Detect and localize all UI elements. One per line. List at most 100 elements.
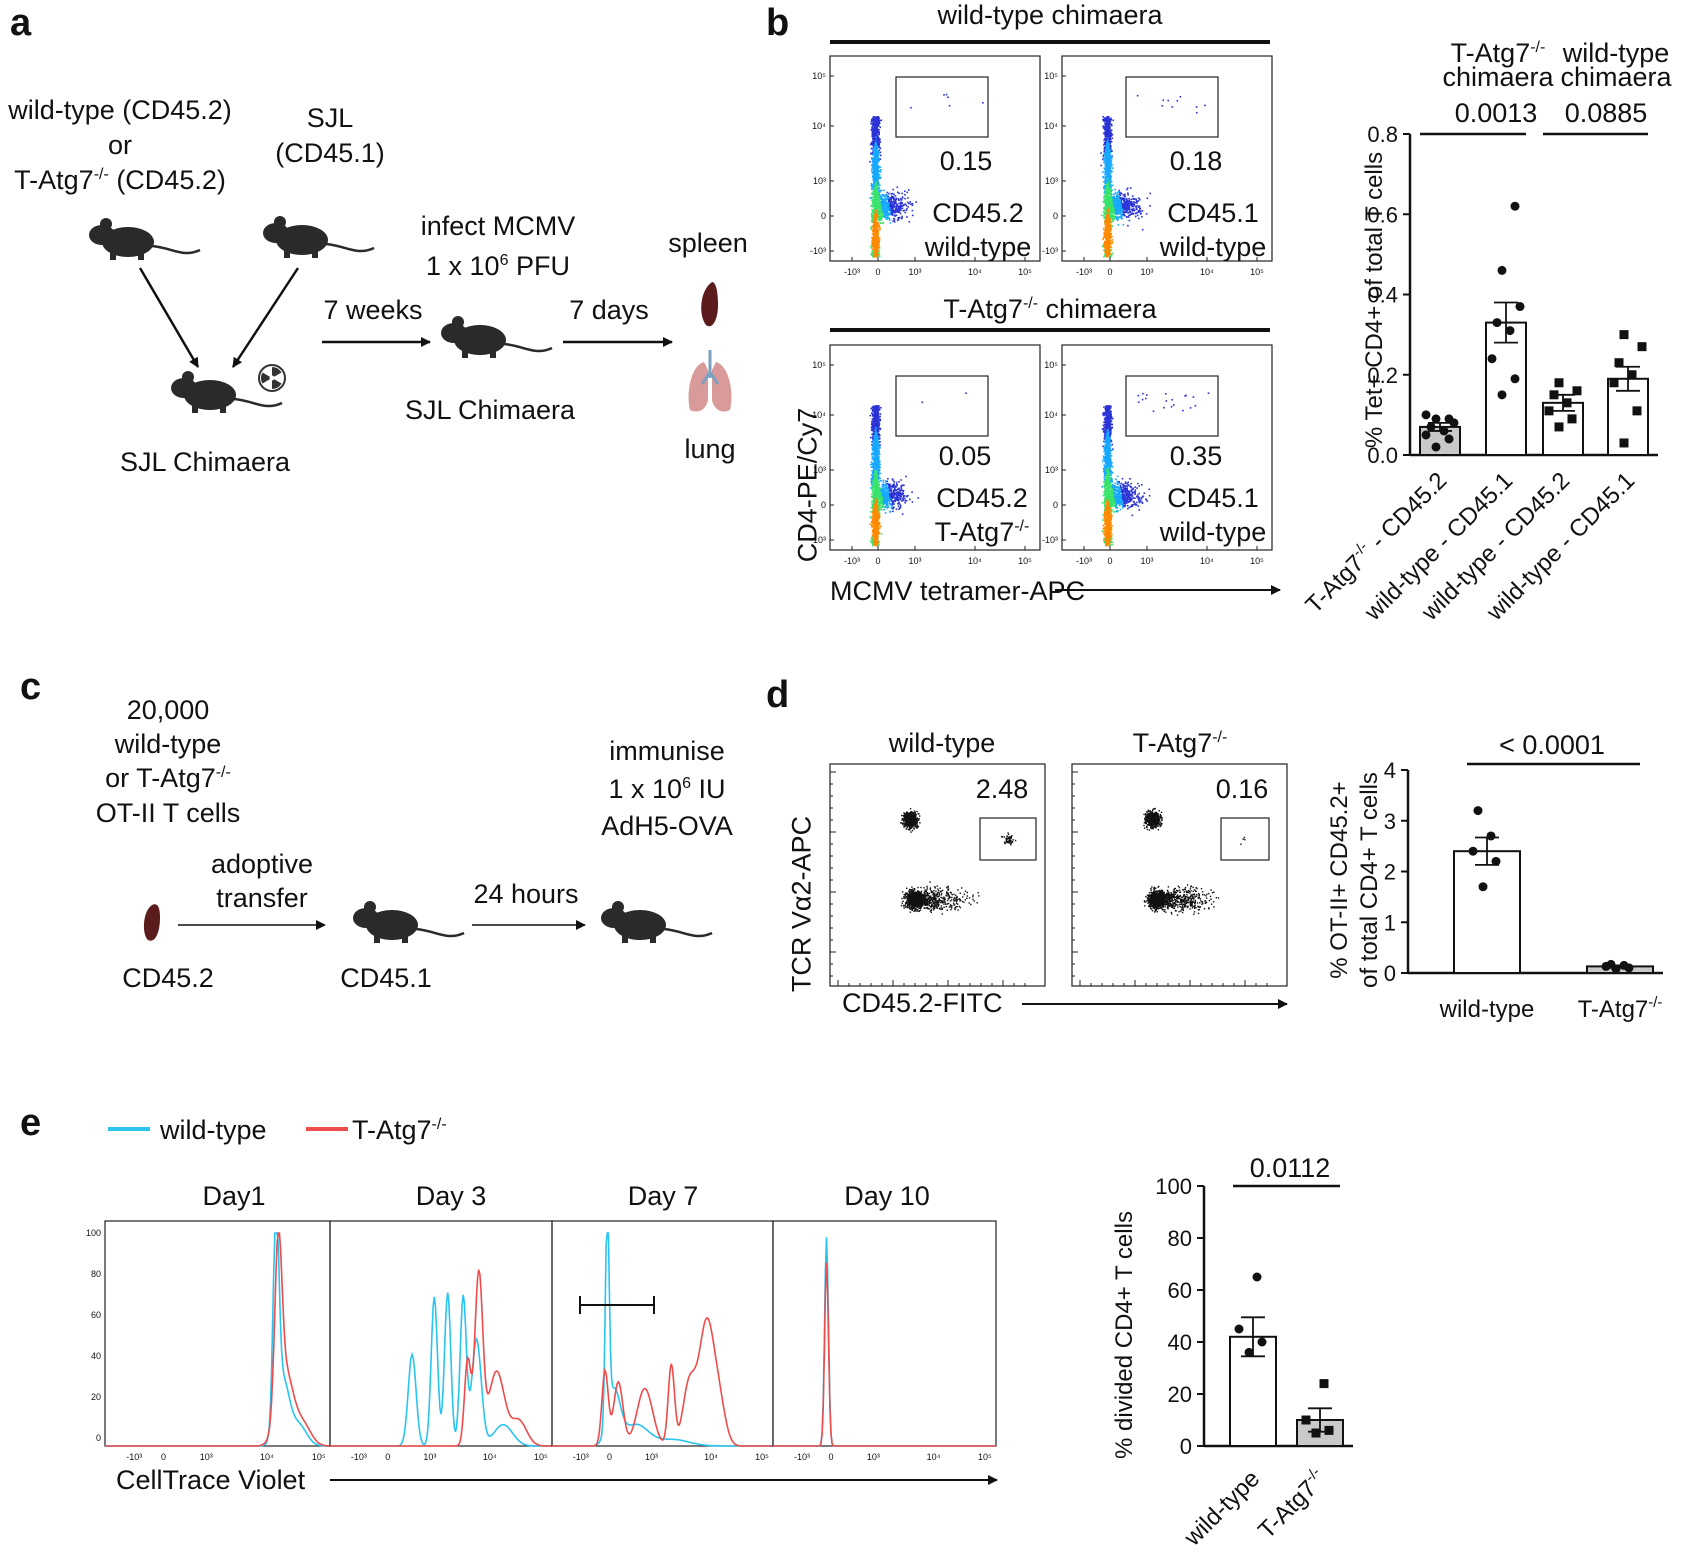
b-facs-event xyxy=(899,203,902,205)
b-facs-event xyxy=(870,122,872,125)
b-facs-event xyxy=(877,136,879,138)
b-facs-event xyxy=(1106,237,1108,240)
b-facs-event xyxy=(872,204,875,207)
b-facs-event xyxy=(1124,195,1126,198)
b-facs-event xyxy=(1104,152,1107,154)
b-facs-event xyxy=(1109,141,1111,144)
b-facs-event xyxy=(882,208,884,211)
b-facs-event xyxy=(876,128,878,130)
b-facs-event xyxy=(1108,242,1110,244)
b-facs-event xyxy=(1103,195,1106,197)
b-facs-event xyxy=(870,478,872,480)
b-facs-event xyxy=(1101,245,1104,247)
b-facs-event xyxy=(1102,158,1104,161)
b-facs-event xyxy=(874,175,877,177)
b-facs-event xyxy=(1100,164,1102,167)
b-facs-event xyxy=(876,235,879,238)
b-facs-event xyxy=(877,453,879,455)
b-facs-event xyxy=(1109,117,1112,120)
b-facs-event xyxy=(1130,201,1132,203)
b-facs-event xyxy=(876,170,879,173)
b-facs-event xyxy=(871,455,874,458)
b-facs-event xyxy=(1104,233,1107,236)
b-facs-event xyxy=(1140,212,1142,215)
b-facs-event xyxy=(876,203,879,206)
b-facs-event xyxy=(879,216,881,218)
b-facs-event xyxy=(876,197,879,200)
b-facs-event xyxy=(901,207,904,210)
b-facs-event xyxy=(1116,204,1119,207)
b-facs-event xyxy=(873,191,875,193)
b-facs-event xyxy=(1113,196,1115,198)
b-facs-event xyxy=(1110,224,1113,227)
b-facs-event xyxy=(1110,249,1113,251)
b-facs-event xyxy=(1123,204,1126,207)
b-facs-event xyxy=(881,205,883,207)
b-facs-event xyxy=(1109,120,1112,122)
b-facs-event xyxy=(1141,216,1143,218)
b-facs-event xyxy=(1108,206,1111,209)
b-facs-event xyxy=(1132,203,1135,206)
b-facs-event xyxy=(875,129,878,131)
b-facs-event xyxy=(911,203,914,205)
b-facs-event xyxy=(1116,194,1119,197)
b-facs-event xyxy=(873,149,876,152)
b-facs-event xyxy=(1125,202,1127,204)
b-facs-event xyxy=(1105,133,1107,135)
b-facs-event xyxy=(1105,236,1108,238)
b-facs-event xyxy=(1108,118,1111,121)
infected-mouse-icon xyxy=(439,314,554,360)
b-facs-event xyxy=(895,210,897,212)
b-facs-event xyxy=(1113,218,1116,220)
b-facs-event xyxy=(1107,159,1110,161)
b-facs-event xyxy=(1107,190,1109,193)
b-facs-event xyxy=(874,194,876,197)
b-facs-event xyxy=(879,206,881,209)
b-facs-event xyxy=(906,216,908,218)
b-facs-event xyxy=(1104,228,1107,231)
b-facs-event xyxy=(1102,175,1104,178)
b-facs-event xyxy=(1105,124,1107,127)
b-facs-event xyxy=(878,247,881,249)
b-facs-event xyxy=(1105,164,1108,167)
b-facs-event xyxy=(889,197,891,200)
b-facs-event xyxy=(877,178,880,180)
b-facs-event xyxy=(1117,211,1119,214)
b-facs-event xyxy=(1103,159,1106,162)
b-facs-event xyxy=(878,465,880,467)
b-facs-event xyxy=(883,196,886,198)
b-facs-event xyxy=(1123,212,1125,214)
b-facs-event xyxy=(873,166,875,168)
b-facs-event xyxy=(892,196,894,198)
b-facs-event xyxy=(1120,216,1123,218)
b-facs-event xyxy=(1139,207,1142,210)
b-facs-event xyxy=(1107,197,1109,199)
b-facs-event xyxy=(1127,216,1130,218)
b-facs-event xyxy=(1107,136,1109,138)
panel-letter-c: c xyxy=(20,666,42,708)
b-facs-event xyxy=(1106,201,1109,204)
b-facs-event xyxy=(1103,233,1105,235)
b-facs-event xyxy=(1108,179,1110,181)
b-facs-event xyxy=(900,204,903,207)
b-facs-event xyxy=(1116,203,1118,205)
b-facs-event xyxy=(1116,210,1119,212)
b-facs-event xyxy=(898,202,900,205)
sjl-chimaera-label: SJL Chimaera xyxy=(119,447,291,477)
b-facs-event xyxy=(907,206,909,208)
b-facs-event xyxy=(1135,198,1138,201)
b-facs-event xyxy=(872,129,875,131)
b-facs-event xyxy=(872,134,874,136)
b-facs-event xyxy=(876,145,879,148)
b-facs-event xyxy=(904,203,907,205)
b-facs-event xyxy=(876,162,878,164)
b-facs-event xyxy=(1108,162,1111,165)
b-facs-event xyxy=(877,172,879,174)
b-facs-event xyxy=(870,495,873,498)
b-facs-event xyxy=(894,214,896,216)
b-facs-event xyxy=(1105,139,1108,141)
b-facs-event xyxy=(877,154,880,157)
b-facs-event xyxy=(876,140,878,143)
b-facs-event xyxy=(1104,179,1107,181)
b-facs-event xyxy=(892,206,895,209)
